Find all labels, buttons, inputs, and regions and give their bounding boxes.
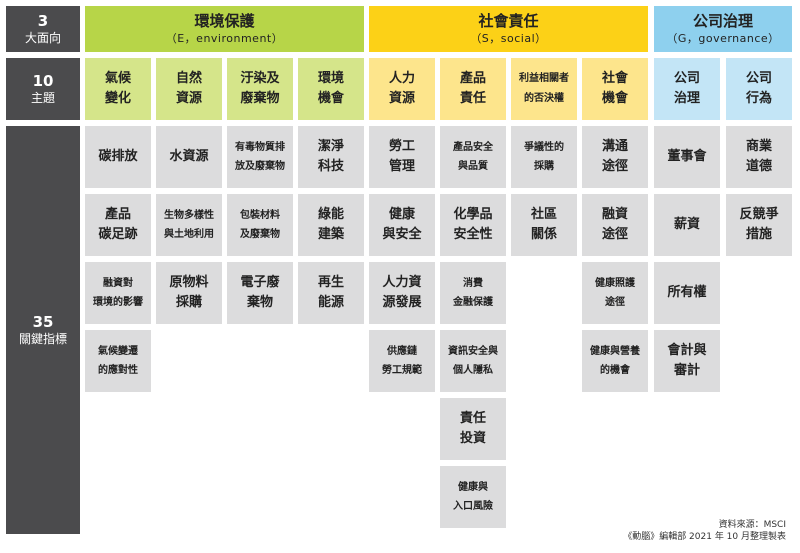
indicator-cell: 生物多樣性 與土地利用: [156, 194, 222, 256]
indicator-cell: 反競爭 措施: [726, 194, 792, 256]
topic-corporate-governance: 公司 治理: [654, 58, 720, 120]
indicator-cell: 人力資 源發展: [369, 262, 435, 324]
pillar-environment-subtitle: （E，environment）: [165, 32, 284, 45]
pillar-governance-subtitle: （G，governance）: [666, 32, 780, 45]
pillar-social-title: 社會責任: [478, 12, 539, 30]
topic-pollution-waste: 汙染及 廢棄物: [227, 58, 293, 120]
indicator-cell: 消費 金融保護: [440, 262, 506, 324]
topic-human-capital: 人力 資源: [369, 58, 435, 120]
indicator-cell: 電子廢 棄物: [227, 262, 293, 324]
indicator-cell: 再生 能源: [298, 262, 364, 324]
indicator-cell: 責任 投資: [440, 398, 506, 460]
editor-credit: 《動腦》編輯部 2021 年 10 月整理製表: [623, 532, 786, 542]
indicator-cell: 供應鏈 勞工規範: [369, 330, 435, 392]
indicator-cell: 氣候變遷 的應對性: [85, 330, 151, 392]
indicator-cell: 溝通 途徑: [582, 126, 648, 188]
indicator-cell: 有毒物質排 放及廢棄物: [227, 126, 293, 188]
indicator-cell: 原物料 採購: [156, 262, 222, 324]
topic-corporate-behavior: 公司 行為: [726, 58, 792, 120]
dimensions-label: 大面向: [24, 31, 61, 45]
indicator-cell: 勞工 管理: [369, 126, 435, 188]
topic-stakeholder-opposition: 利益相關者 的否決權: [511, 58, 577, 120]
source-note: 資料來源：MSCI 《動腦》編輯部 2021 年 10 月整理製表: [623, 519, 786, 543]
indicator-cell: 商業 道德: [726, 126, 792, 188]
indicator-cell: 水資源: [156, 126, 222, 188]
topics-count-box: 10 主題: [6, 58, 80, 120]
indicator-cell: 融資對 環境的影響: [85, 262, 151, 324]
pillar-social-subtitle: （S，social）: [470, 32, 547, 45]
indicator-cell: 會計與 審計: [654, 330, 720, 392]
pillar-environment-header: 環境保護 （E，environment）: [85, 6, 364, 52]
source-line: 資料來源：MSCI: [718, 520, 786, 530]
indicator-cell: 產品安全 與品質: [440, 126, 506, 188]
topic-social-opportunities: 社會 機會: [582, 58, 648, 120]
pillar-social-header: 社會責任 （S，social）: [369, 6, 648, 52]
pillar-governance-title: 公司治理: [692, 12, 753, 30]
indicator-cell: 包裝材料 及廢棄物: [227, 194, 293, 256]
indicator-cell: 健康照護 途徑: [582, 262, 648, 324]
pillar-governance-header: 公司治理 （G，governance）: [654, 6, 792, 52]
indicator-cell: 社區 關係: [511, 194, 577, 256]
indicator-cell: 健康 與安全: [369, 194, 435, 256]
indicator-cell: 資訊安全與 個人隱私: [440, 330, 506, 392]
indicator-cell: 健康與 入口風險: [440, 466, 506, 528]
indicator-cell: 融資 途徑: [582, 194, 648, 256]
indicator-cell: 產品 碳足跡: [85, 194, 151, 256]
indicators-label: 關鍵指標: [18, 332, 67, 346]
topics-label: 主題: [30, 91, 55, 105]
pillar-environment-title: 環境保護: [194, 12, 255, 30]
topic-product-liability: 產品 責任: [440, 58, 506, 120]
indicator-cell: 爭議性的 採購: [511, 126, 577, 188]
indicators-count: 35: [32, 313, 54, 331]
indicator-cell: 所有權: [654, 262, 720, 324]
indicator-cell: 健康與營養 的機會: [582, 330, 648, 392]
dimensions-count: 3: [37, 12, 49, 30]
topic-climate-change: 氣候 變化: [85, 58, 151, 120]
indicator-cell: 董事會: [654, 126, 720, 188]
topic-natural-resources: 自然 資源: [156, 58, 222, 120]
topic-environmental-opportunities: 環境 機會: [298, 58, 364, 120]
dimensions-count-box: 3 大面向: [6, 6, 80, 52]
indicator-cell: 碳排放: [85, 126, 151, 188]
indicators-count-box: 35 關鍵指標: [6, 126, 80, 534]
indicator-cell: 潔淨 科技: [298, 126, 364, 188]
indicator-cell: 綠能 建築: [298, 194, 364, 256]
indicator-cell: 化學品 安全性: [440, 194, 506, 256]
topics-count: 10: [32, 72, 54, 90]
indicator-cell: 薪資: [654, 194, 720, 256]
